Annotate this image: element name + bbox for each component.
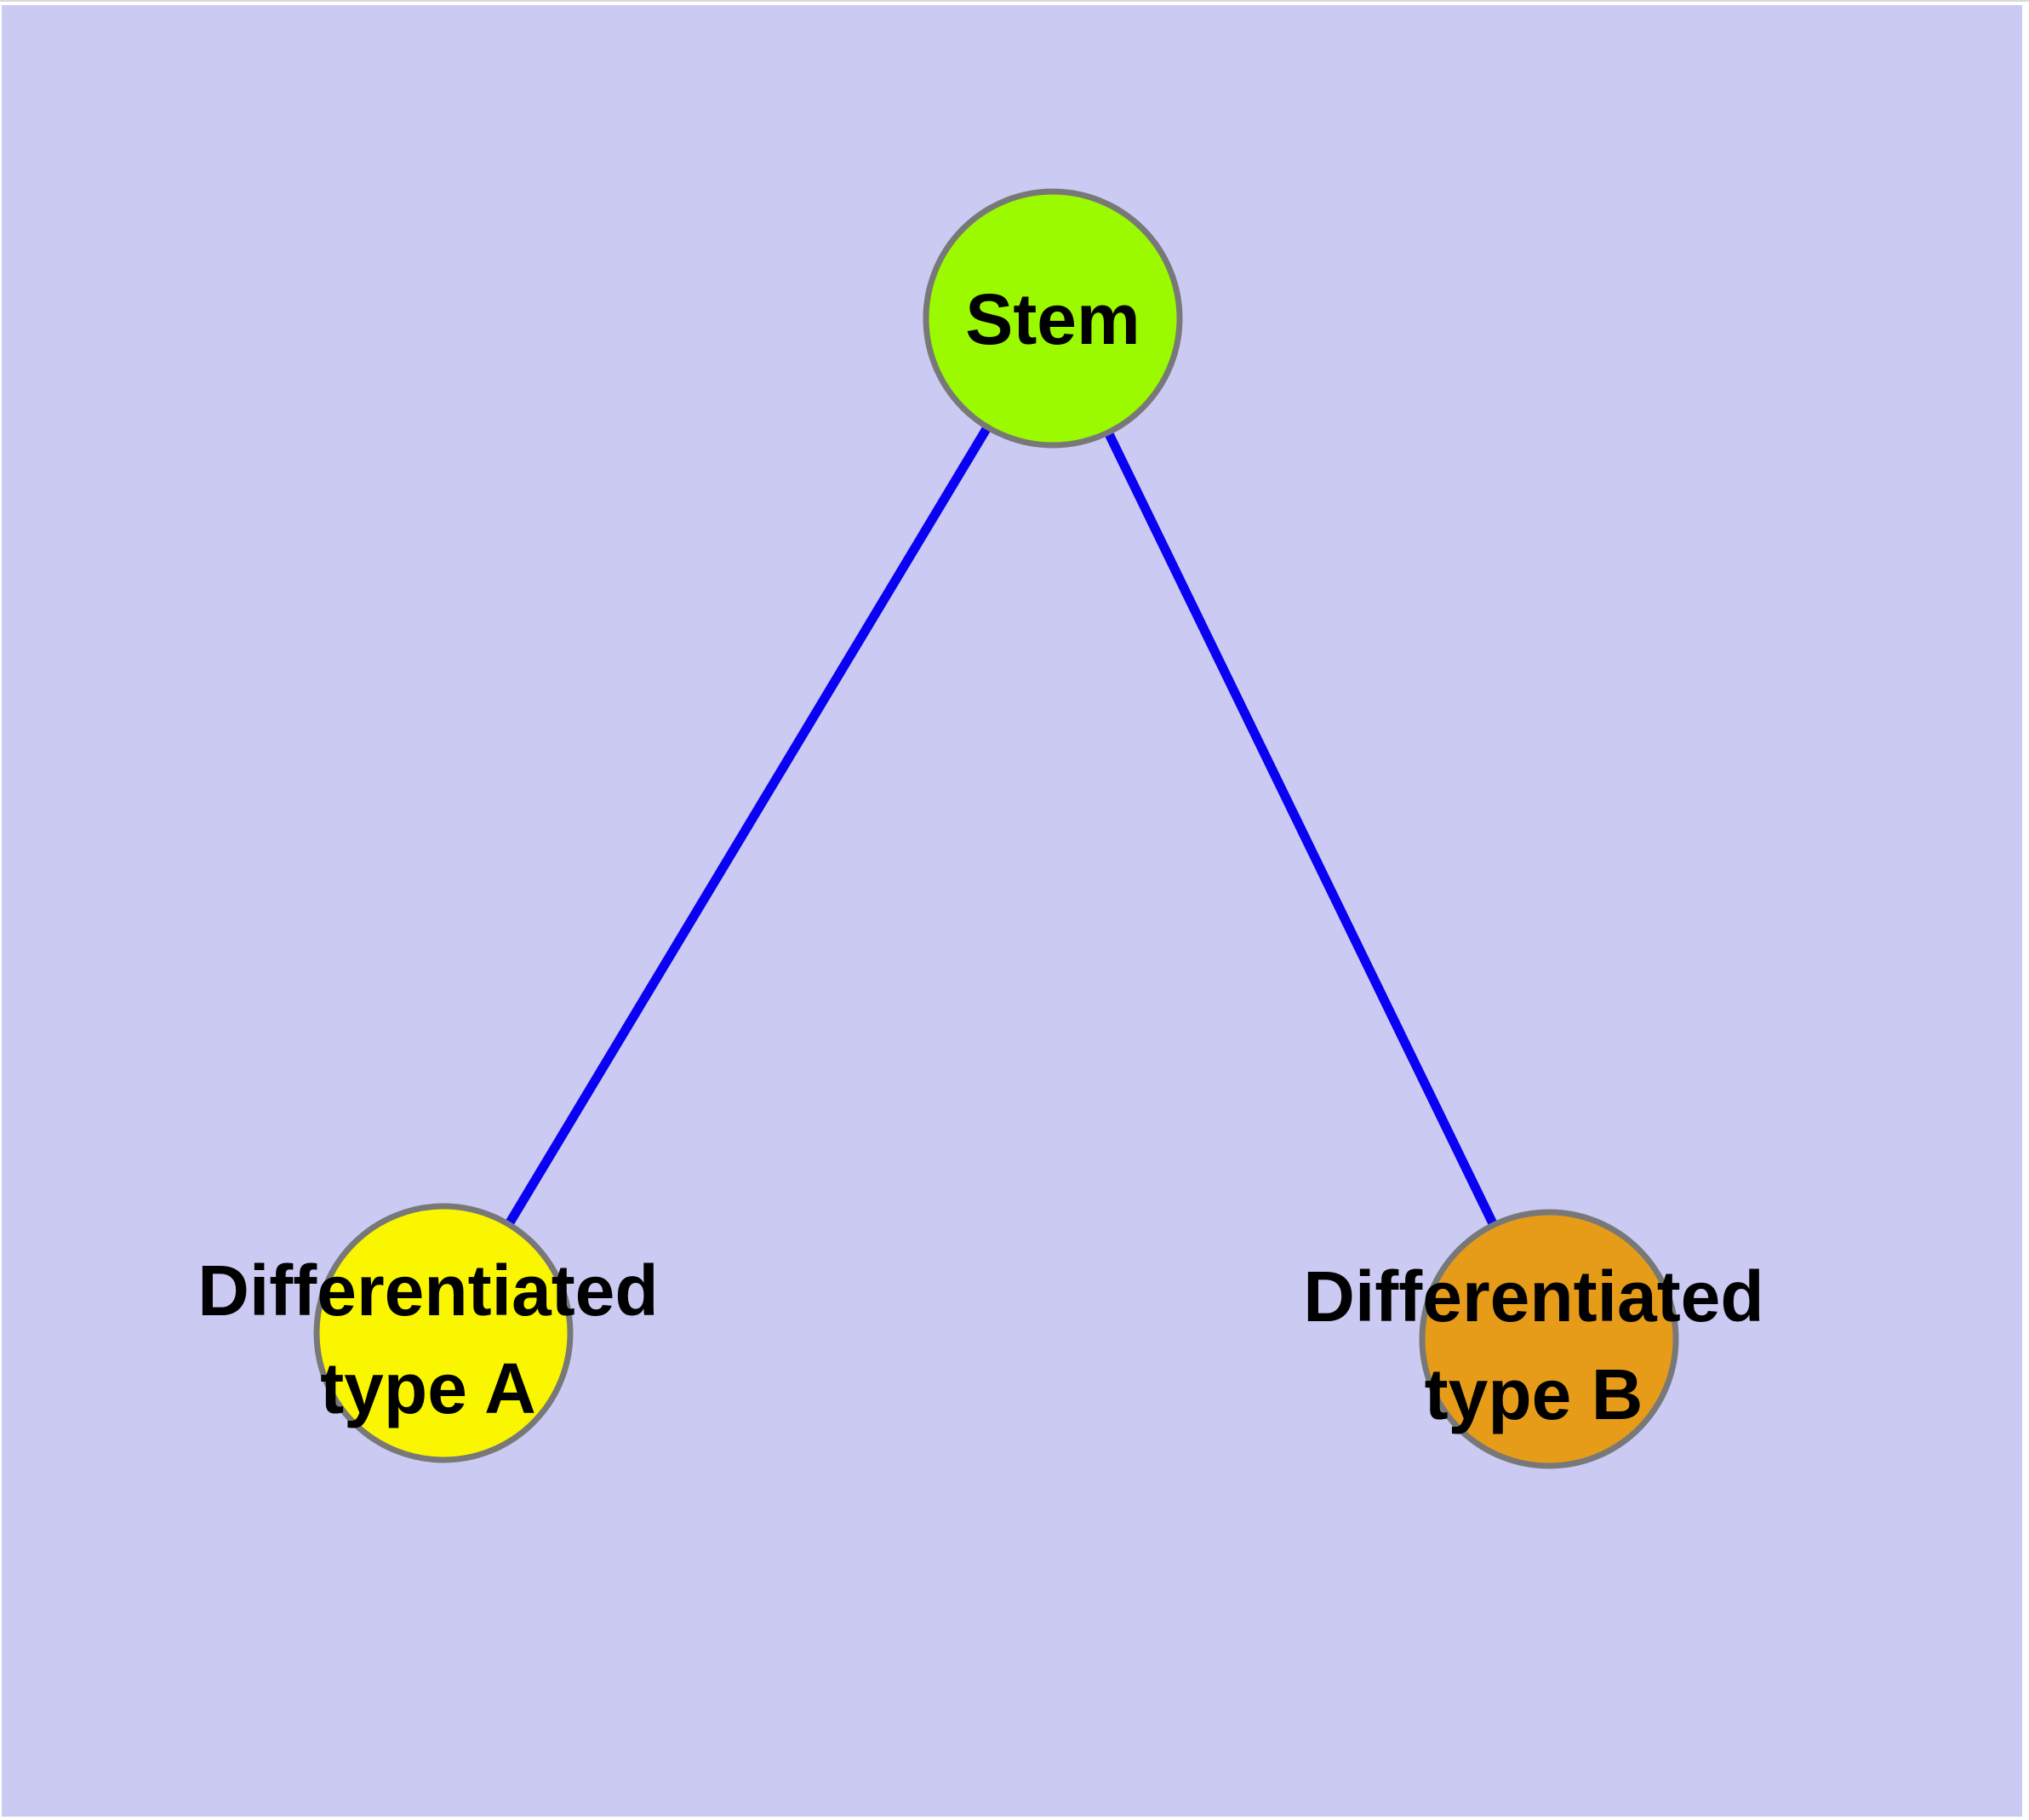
node-type-a-label-line1: Differentiated [197, 1251, 658, 1331]
node-stem-label: Stem [965, 279, 1140, 359]
node-differentiated-type-b [1419, 1209, 1679, 1469]
node-type-a-label-line2: type A [320, 1348, 536, 1428]
edge-stem-to-type-b [1049, 316, 1553, 1342]
edge-stem-to-type-a [439, 316, 1057, 1336]
node-stem [923, 188, 1183, 449]
top-hairline [0, 0, 2029, 2]
node-type-b-label-line1: Differentiated [1303, 1256, 1763, 1336]
node-differentiated-type-a [313, 1203, 574, 1463]
node-type-b-label-line2: type B [1425, 1354, 1643, 1434]
